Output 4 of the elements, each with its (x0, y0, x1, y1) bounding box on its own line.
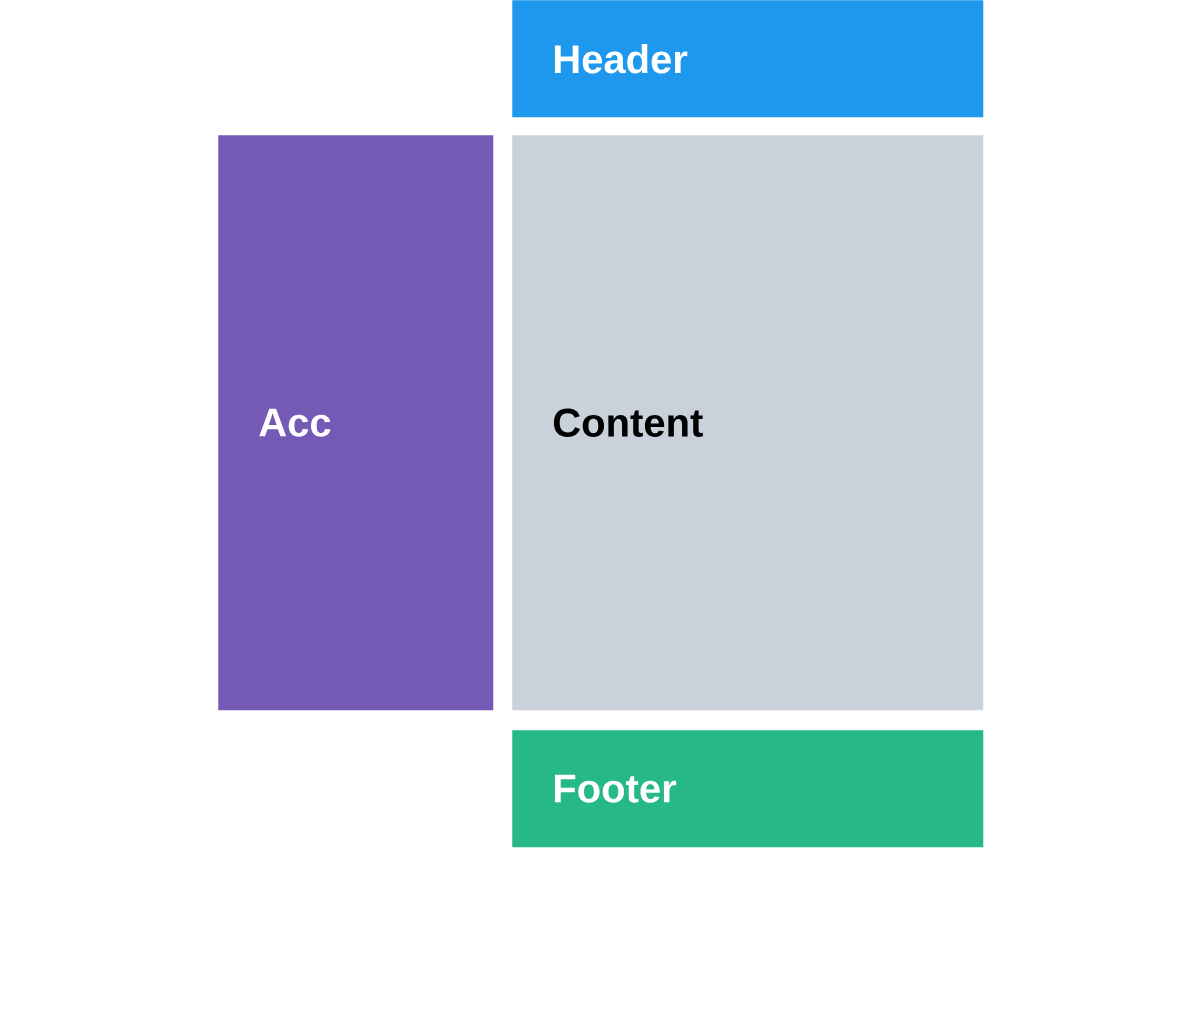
header-box: Header (512, 0, 984, 118)
sidebar-box: Acc (218, 135, 494, 711)
footer-box: Footer (512, 730, 984, 848)
content-box: Content (512, 135, 984, 711)
